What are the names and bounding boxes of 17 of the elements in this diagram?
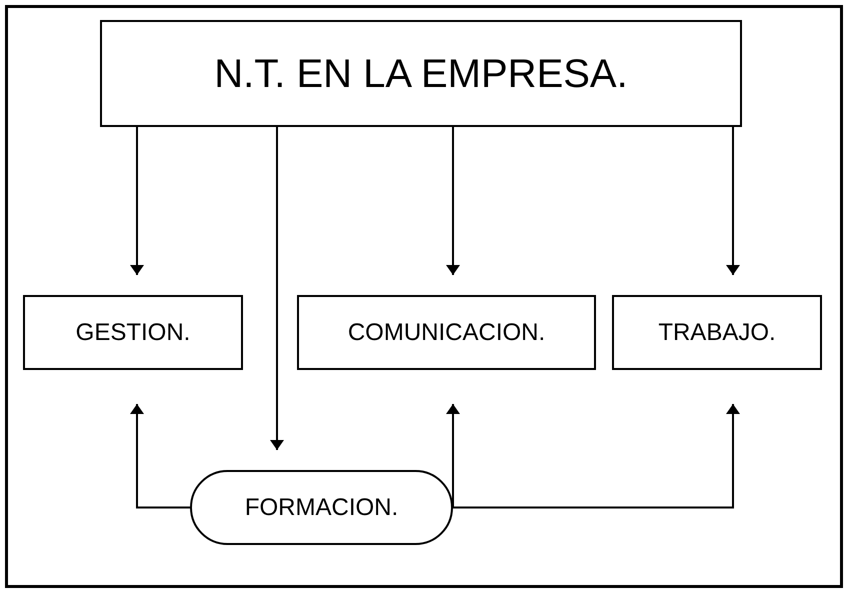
arrow <box>726 127 740 275</box>
arrow <box>130 404 190 508</box>
node-label: TRABAJO. <box>658 318 776 348</box>
arrow <box>446 127 460 275</box>
process-box <box>100 20 742 127</box>
process-box <box>612 295 822 370</box>
arrow <box>270 127 284 450</box>
arrow <box>453 404 740 508</box>
process-box <box>297 295 596 370</box>
process-box <box>23 295 243 370</box>
arrow <box>130 127 144 275</box>
arrow <box>446 404 460 508</box>
rounded-box <box>190 470 453 545</box>
node-label: GESTION. <box>76 318 190 348</box>
node-label: FORMACION. <box>244 492 398 522</box>
node-label: N.T. EN LA EMPRESA. <box>214 50 628 98</box>
node-label: COMUNICACION. <box>348 318 546 348</box>
